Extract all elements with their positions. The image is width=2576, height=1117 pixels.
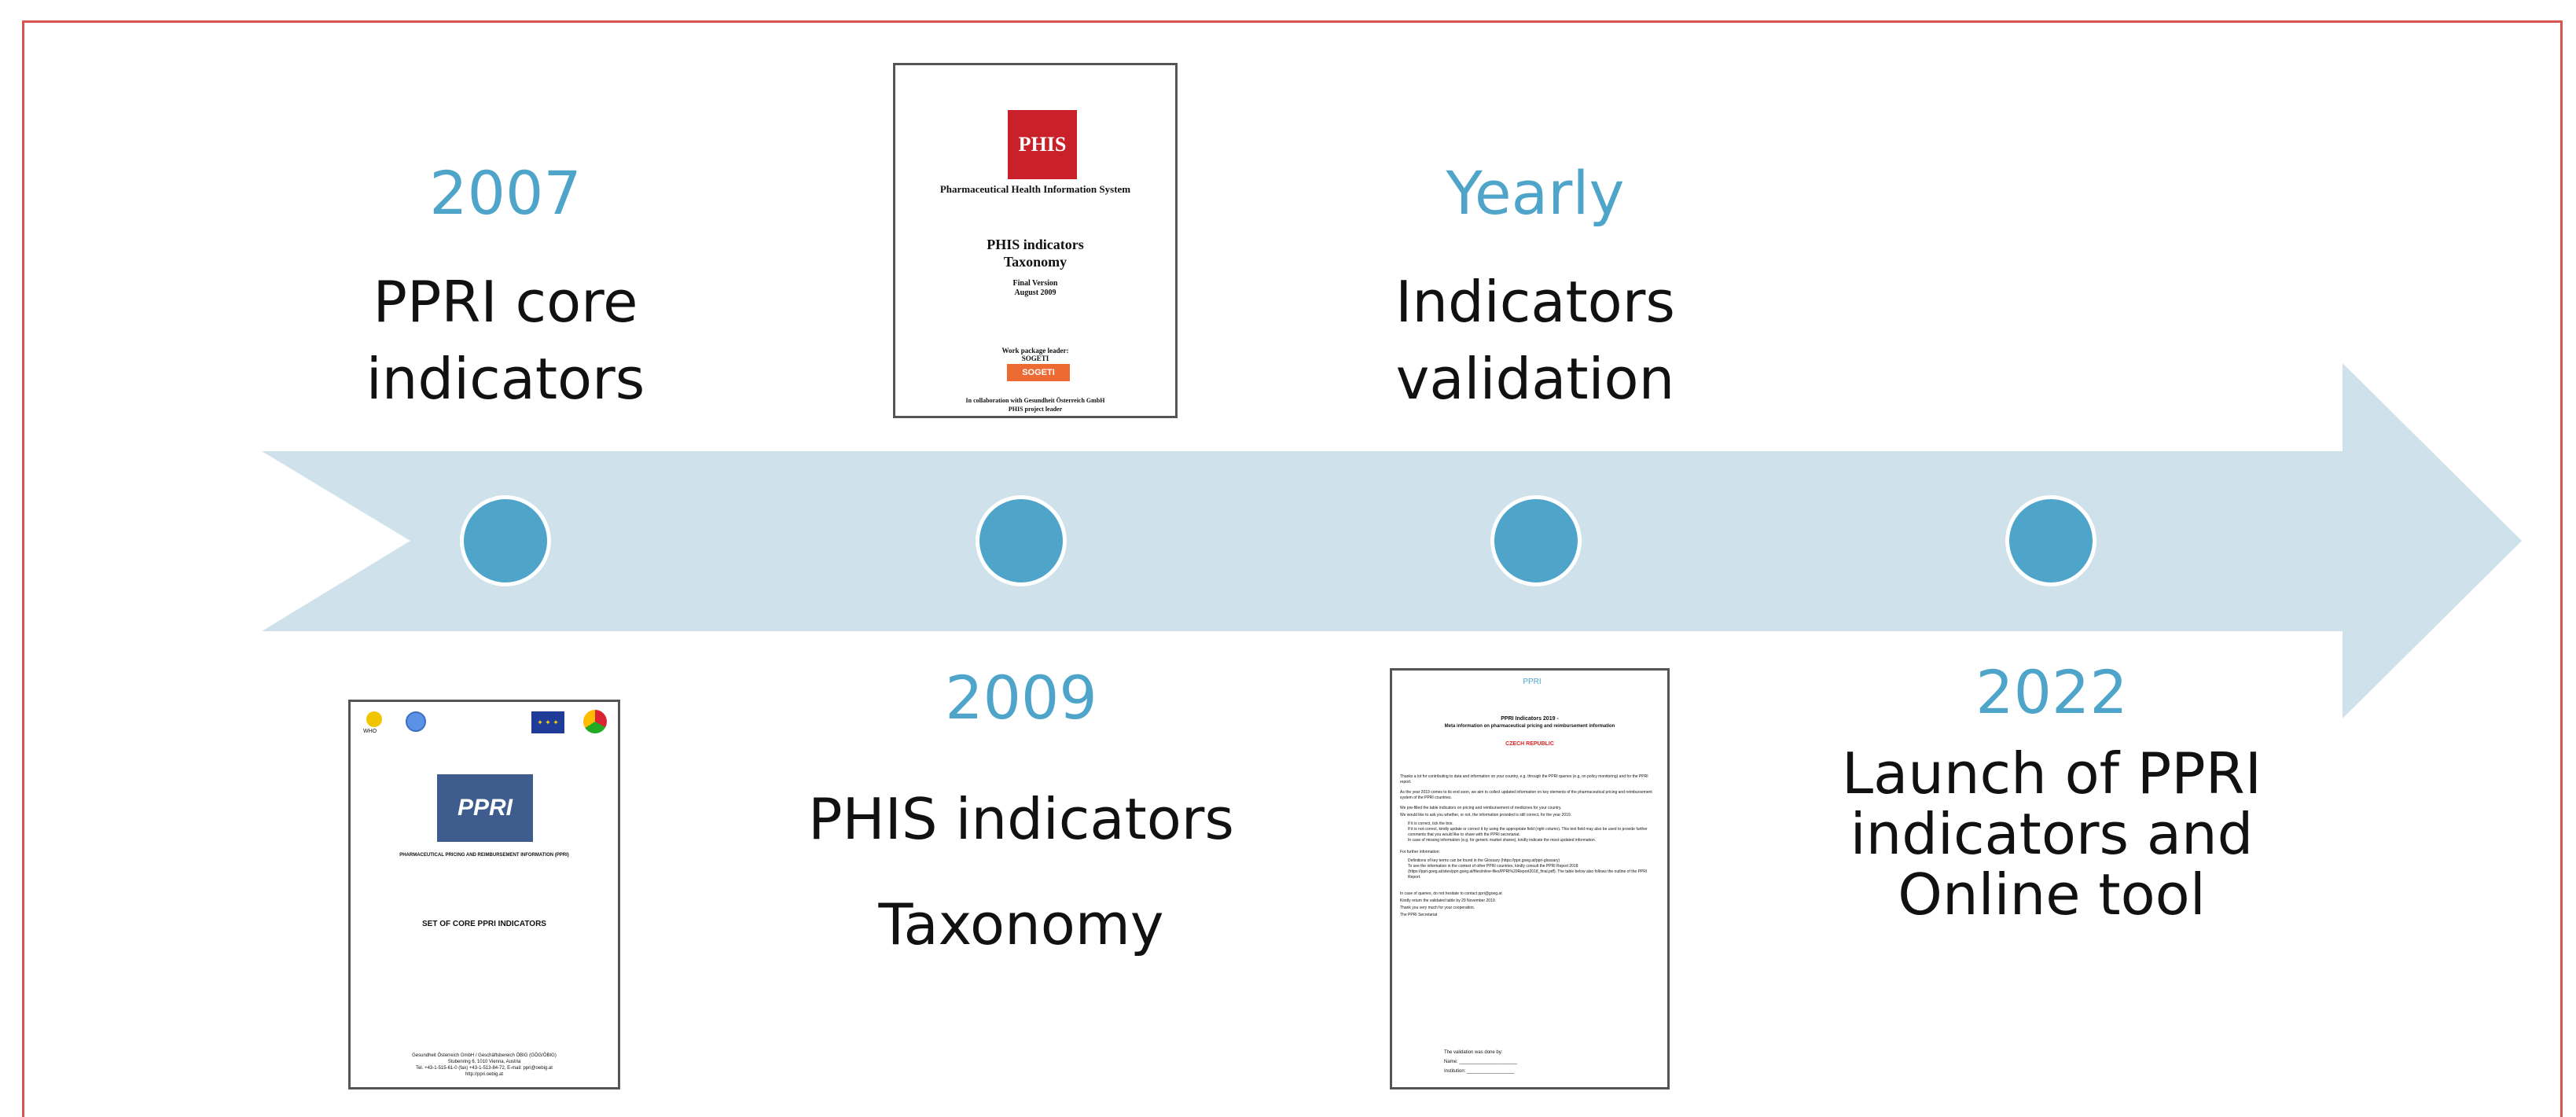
phis-version-2: August 2009 bbox=[1014, 288, 1056, 297]
milestone-caption-2007: PPRI core indicators bbox=[366, 269, 645, 412]
phis-doc-title-2: Taxonomy bbox=[1003, 254, 1068, 270]
ppri-footer-1: Gesundheit Österreich GmbH / Geschäftsbe… bbox=[412, 1053, 557, 1058]
validation-ppri-logo: PPRI bbox=[1523, 678, 1542, 686]
milestone-year-yearly: Yearly bbox=[1446, 158, 1625, 228]
who-logo-icon bbox=[406, 711, 426, 732]
timeline-dot-2022 bbox=[2005, 495, 2096, 586]
phis-version-1: Final Version bbox=[1012, 279, 1058, 288]
ppri-validation-document: PPRI PPRI Indicators 2019 - Meta informa… bbox=[1390, 668, 1670, 1089]
phis-doc-title-1: PHIS indicators bbox=[987, 237, 1084, 252]
timeline-dot-2007 bbox=[460, 495, 551, 586]
timeline-dot-yearly bbox=[1490, 495, 1582, 586]
ppri-footer-3: Tel. +43-1-515-61-0 (fax) +43-1-513-84-7… bbox=[416, 1066, 553, 1071]
validation-title-2: Meta information on pharmaceutical prici… bbox=[1444, 724, 1615, 729]
validation-body: Thanks a lot for contributing to data an… bbox=[1400, 774, 1652, 917]
phis-org-name: Pharmaceutical Health Information System bbox=[939, 183, 1131, 195]
who-text: WHO bbox=[363, 729, 377, 734]
sun-logo-icon bbox=[366, 711, 382, 727]
milestone-year-2022: 2022 bbox=[1975, 657, 2128, 727]
phis-leader-1: Work package leader: bbox=[1001, 347, 1069, 355]
sogeti-logo: SOGETI bbox=[1007, 364, 1070, 381]
phis-logo: PHIS bbox=[1008, 110, 1077, 179]
milestone-caption-yearly: Indicators validation bbox=[1395, 269, 1675, 412]
ppri-logo: PPRI bbox=[437, 774, 533, 842]
validation-title-1: PPRI Indicators 2019 - bbox=[1501, 716, 1559, 722]
slide-frame bbox=[22, 20, 2563, 1117]
ppri-footer-2: Stubenring 6, 1010 Vienna, Austria bbox=[447, 1060, 521, 1064]
ppri-subtitle: PHARMACEUTICAL PRICING AND REIMBURSEMENT… bbox=[399, 853, 569, 858]
phis-taxonomy-document: PHIS Pharmaceutical Health Information S… bbox=[893, 63, 1178, 418]
milestone-caption-2009: PHIS indicators Taxonomy bbox=[808, 786, 1234, 957]
partner-logo-icon bbox=[583, 710, 607, 733]
milestone-year-2007: 2007 bbox=[429, 158, 582, 228]
timeline-arrow-shape bbox=[262, 363, 2522, 718]
validation-country: CZECH REPUBLIC bbox=[1505, 741, 1554, 747]
ppri-core-indicators-document: WHO ✦ ✦ ✦ PPRI PHARMACEUTICAL PRICING AN… bbox=[348, 700, 620, 1089]
milestone-year-2009: 2009 bbox=[945, 663, 1097, 733]
ppri-doc-title: SET OF CORE PPRI INDICATORS bbox=[422, 920, 546, 928]
validation-signature: The validation was done by: Name: ______… bbox=[1444, 1050, 1517, 1074]
phis-leader-2: SOGETI bbox=[1021, 355, 1049, 362]
phis-collab-1: In collaboration with Gesundheit Österre… bbox=[965, 397, 1105, 404]
phis-collab-2: PHIS project leader bbox=[1008, 406, 1063, 413]
milestone-caption-2022: Launch of PPRI indicators and Online too… bbox=[1842, 740, 2262, 928]
ppri-footer-4: http://ppri.oebig.at bbox=[465, 1072, 504, 1077]
timeline-dot-2009 bbox=[976, 495, 1067, 586]
eu-flag-icon: ✦ ✦ ✦ bbox=[531, 711, 564, 733]
